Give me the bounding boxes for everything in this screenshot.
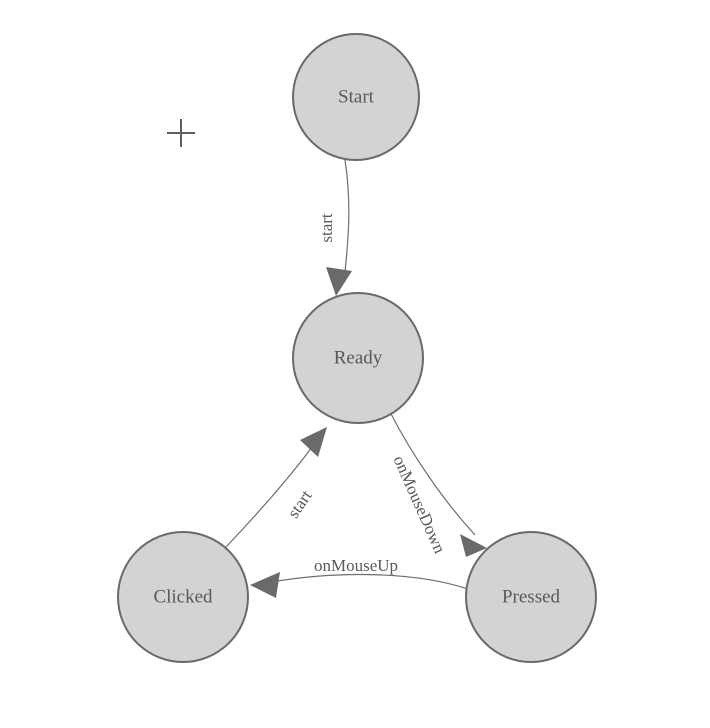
edge-pressed-to-clicked[interactable] [250, 572, 469, 598]
edge-ready-to-pressed[interactable] [389, 411, 487, 557]
node-label: Clicked [153, 586, 213, 607]
edge-label-clicked-to-ready: start [284, 486, 316, 521]
edge-line [271, 573, 469, 590]
edge-start-to-ready[interactable] [326, 159, 352, 296]
node-ready[interactable]: Ready [292, 292, 424, 424]
arrowhead-icon [326, 267, 352, 296]
edge-clicked-to-ready[interactable] [224, 427, 327, 549]
node-label: Pressed [502, 586, 561, 607]
edge-line [389, 411, 476, 536]
node-pressed[interactable]: Pressed [465, 531, 597, 663]
node-label: Ready [334, 347, 383, 368]
arrowhead-icon [300, 427, 327, 457]
node-circle [292, 33, 420, 161]
edge-line [343, 159, 350, 282]
arrowhead-icon [250, 572, 280, 598]
node-label: Start [338, 86, 375, 107]
node-clicked[interactable]: Clicked [117, 531, 249, 663]
node-circle [465, 531, 597, 663]
edge-label-pressed-to-clicked: onMouseUp [314, 556, 398, 575]
node-start[interactable]: Start [292, 33, 420, 161]
arrowhead-icon [460, 534, 487, 557]
edge-label-start-to-ready: start [317, 213, 336, 243]
edge-line [224, 442, 316, 549]
node-circle [117, 531, 249, 663]
crosshair-icon [167, 119, 195, 147]
edge-label-ready-to-pressed: onMouseDown [389, 453, 449, 557]
node-circle [292, 292, 424, 424]
